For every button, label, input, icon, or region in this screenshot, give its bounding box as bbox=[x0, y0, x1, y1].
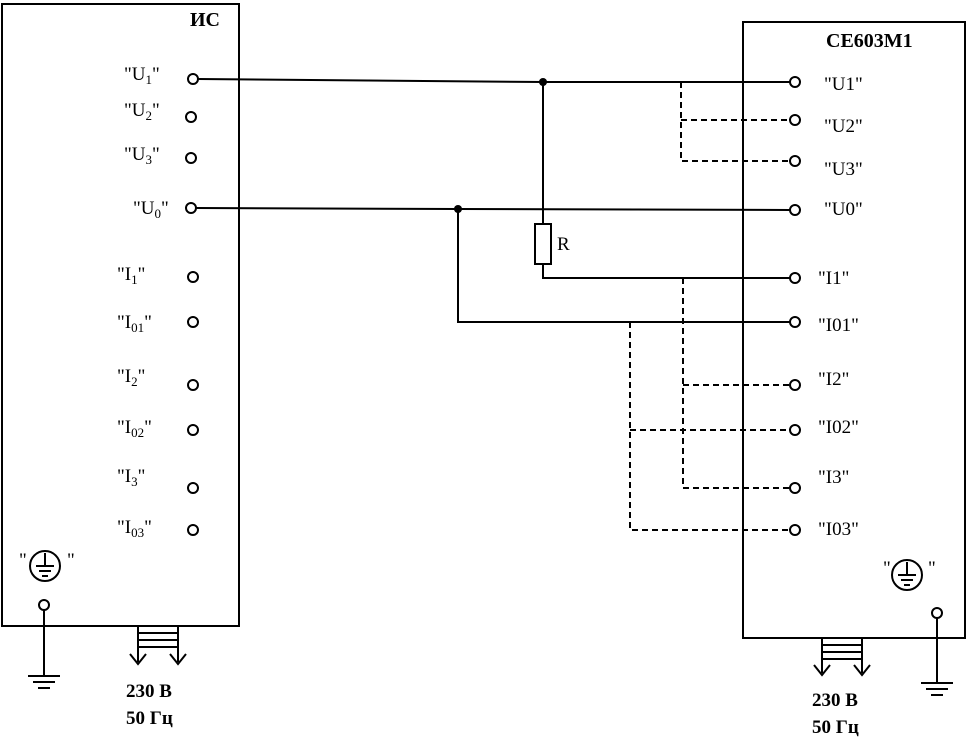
dashed-wire-u bbox=[680, 82, 790, 162]
left-terminal-label-i3: "I3" bbox=[117, 466, 145, 489]
left-terminal-label-u0: "U0" bbox=[133, 198, 169, 221]
resistor-label: R bbox=[557, 234, 570, 255]
dashed-wires bbox=[629, 82, 790, 531]
terminal-circle-icon bbox=[789, 114, 801, 126]
right-terminal-label-i03: "I03" bbox=[818, 519, 859, 540]
right-device: CE603M1 "U1" "U2" "U3" "U0" "I1" "I01" "… bbox=[742, 21, 966, 738]
power-cable-icon bbox=[129, 626, 187, 666]
ground-terminal bbox=[38, 599, 50, 611]
terminal-circle-icon bbox=[789, 316, 801, 328]
protective-earth-icon: " " bbox=[883, 558, 936, 591]
resistor-body bbox=[534, 223, 552, 265]
right-device-box bbox=[742, 21, 966, 639]
right-terminal-label-i02: "I02" bbox=[818, 417, 859, 438]
junction-dot bbox=[454, 205, 462, 213]
protective-earth-icon: " " bbox=[19, 550, 75, 582]
terminal-circle-icon bbox=[185, 152, 197, 164]
terminal-circle-icon bbox=[789, 379, 801, 391]
resistor: R bbox=[534, 223, 570, 265]
right-terminal-label-i1: "I1" bbox=[818, 268, 849, 289]
junction-dot bbox=[539, 78, 547, 86]
left-terminal-label-u3: "U3" bbox=[124, 144, 160, 167]
left-device-box bbox=[1, 3, 240, 627]
terminal-circle-icon bbox=[187, 482, 199, 494]
right-device-title: CE603M1 bbox=[826, 30, 913, 52]
terminal-circle-icon bbox=[187, 73, 199, 85]
ground-icon bbox=[921, 618, 953, 696]
terminal-circle-icon bbox=[789, 76, 801, 88]
ground-icon bbox=[28, 610, 60, 689]
terminal-circle-icon bbox=[187, 524, 199, 536]
left-supply-frequency: 50 Гц bbox=[126, 708, 173, 729]
wire-u0 bbox=[195, 207, 791, 211]
right-terminal-label-i3: "I3" bbox=[818, 467, 849, 488]
left-terminal-label-i2: "I2" bbox=[117, 366, 145, 389]
left-terminal-label-i03: "I03" bbox=[117, 517, 152, 540]
left-terminal-label-u1: "U1" bbox=[124, 64, 160, 87]
terminal-circle-icon bbox=[187, 424, 199, 436]
right-supply-frequency: 50 Гц bbox=[812, 717, 859, 738]
ground-terminal bbox=[931, 607, 943, 619]
left-terminal-label-u2: "U2" bbox=[124, 100, 160, 123]
right-terminal-label-u3: "U3" bbox=[824, 159, 863, 180]
right-terminal-label-i2: "I2" bbox=[818, 369, 849, 390]
terminal-circle-icon bbox=[789, 524, 801, 536]
terminal-circle-icon bbox=[789, 424, 801, 436]
terminal-circle-icon bbox=[789, 482, 801, 494]
wire-i01 bbox=[457, 209, 790, 323]
right-terminal-label-u2: "U2" bbox=[824, 116, 863, 137]
right-terminal-label-u1: "U1" bbox=[824, 74, 863, 95]
left-device: ИС "U1" "U2" "U3" "U0" "I1" "I01" "I2" "… bbox=[1, 3, 240, 729]
left-terminal-label-i1: "I1" bbox=[117, 264, 145, 287]
right-terminal-label-u0: "U0" bbox=[824, 199, 863, 220]
svg-text:": " bbox=[928, 558, 936, 579]
left-device-title: ИС bbox=[190, 9, 220, 31]
svg-text:": " bbox=[67, 550, 75, 571]
dashed-wire-i0 bbox=[629, 322, 790, 531]
dashed-wire-i bbox=[682, 278, 790, 489]
wire-u1 bbox=[197, 78, 790, 83]
left-terminal-label-i02: "I02" bbox=[117, 417, 152, 440]
left-supply-voltage: 230 В bbox=[126, 681, 172, 702]
terminal-circle-icon bbox=[789, 155, 801, 167]
power-cable-icon bbox=[813, 638, 871, 677]
terminal-circle-icon bbox=[187, 271, 199, 283]
terminal-circle-icon bbox=[187, 316, 199, 328]
terminal-circle-icon bbox=[789, 204, 801, 216]
solid-wires bbox=[195, 78, 791, 323]
terminal-circle-icon bbox=[187, 379, 199, 391]
svg-text:": " bbox=[19, 550, 27, 571]
right-supply-voltage: 230 В bbox=[812, 690, 858, 711]
right-terminal-label-i01: "I01" bbox=[818, 315, 859, 336]
terminal-circle-icon bbox=[185, 202, 197, 214]
wire-resistor-bottom bbox=[542, 263, 790, 279]
svg-text:": " bbox=[883, 558, 891, 579]
terminal-circle-icon bbox=[789, 272, 801, 284]
left-terminal-label-i01: "I01" bbox=[117, 312, 152, 335]
terminal-circle-icon bbox=[185, 111, 197, 123]
